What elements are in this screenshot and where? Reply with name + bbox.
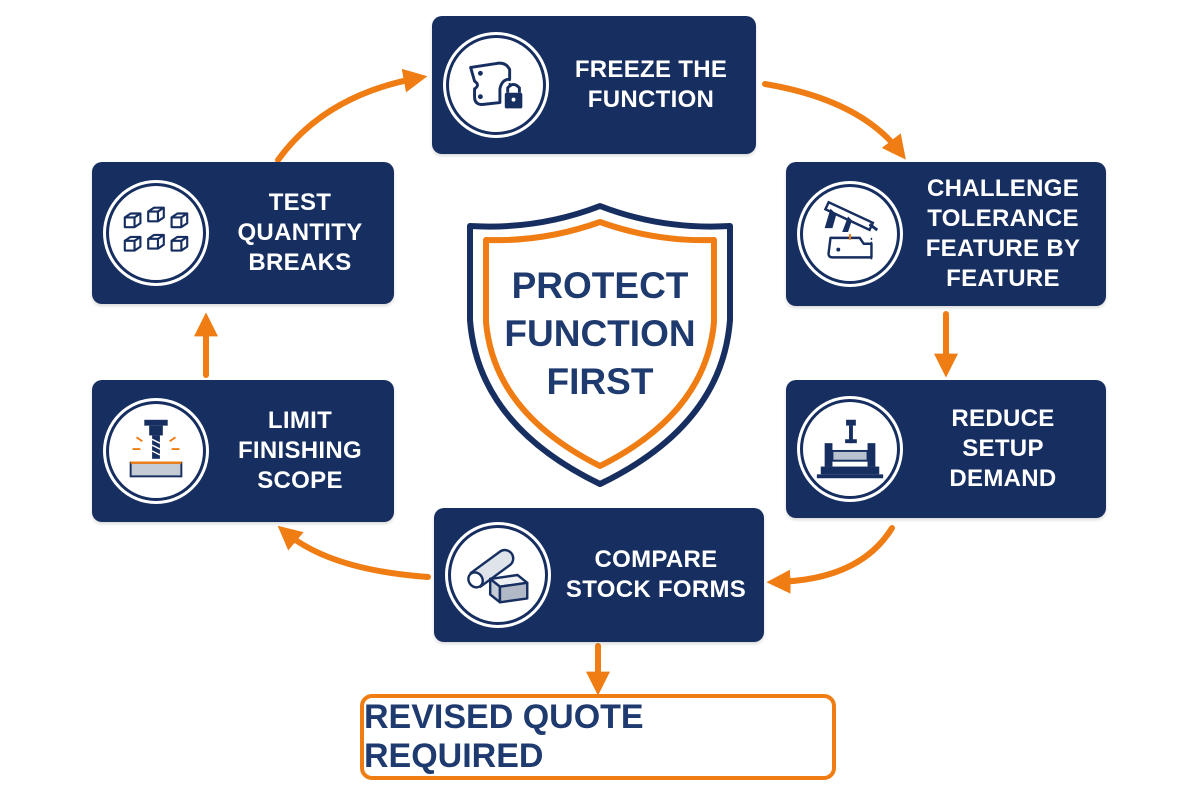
center-title-line: PROTECT: [511, 265, 689, 306]
revised-quote-label: REVISED QUOTE REQUIRED: [364, 698, 644, 775]
arrow-test-to-freeze: [275, 68, 428, 163]
step-reduce-setup-demand: REDUCE SETUP DEMAND: [786, 380, 1106, 518]
step-challenge-tolerance: CHALLENGE TOLERANCE FEATURE BY FEATURE: [786, 162, 1106, 306]
arrow-freeze-to-challenge: [762, 81, 906, 160]
step-test-quantity-breaks: TEST QUANTITY BREAKS: [92, 162, 394, 304]
revised-quote-box: REVISED QUOTE REQUIRED: [360, 694, 836, 780]
step-label: REDUCE SETUP DEMAND: [949, 405, 1057, 492]
center-title-line: FIRST: [546, 361, 654, 402]
step-label: FREEZE THE FUNCTION: [574, 56, 728, 113]
step-label: TEST QUANTITY BREAKS: [237, 189, 363, 276]
locked-part-icon: [446, 35, 546, 135]
center-title-line: FUNCTION: [504, 313, 696, 354]
cubes-icon: [106, 183, 206, 283]
step-label: LIMIT FINISHING SCOPE: [237, 407, 363, 494]
step-limit-finishing-scope: LIMIT FINISHING SCOPE: [92, 380, 394, 522]
shield-icon: [467, 203, 733, 487]
step-label: COMPARE STOCK FORMS: [565, 546, 747, 603]
end-mill-icon: [106, 401, 206, 501]
center-title: PROTECT FUNCTION FIRST: [470, 262, 730, 406]
arrow-reduce-to-compare: [766, 525, 895, 594]
arrow-compare-to-limit: [277, 525, 431, 580]
caliper-icon: [800, 184, 900, 284]
step-label: CHALLENGE TOLERANCE FEATURE BY FEATURE: [925, 175, 1081, 292]
step-compare-stock-forms: COMPARE STOCK FORMS: [434, 508, 764, 642]
vise-fixture-icon: [800, 399, 900, 499]
bar-and-block-stock-icon: [448, 525, 548, 625]
step-freeze-the-function: FREEZE THE FUNCTION: [432, 16, 756, 154]
